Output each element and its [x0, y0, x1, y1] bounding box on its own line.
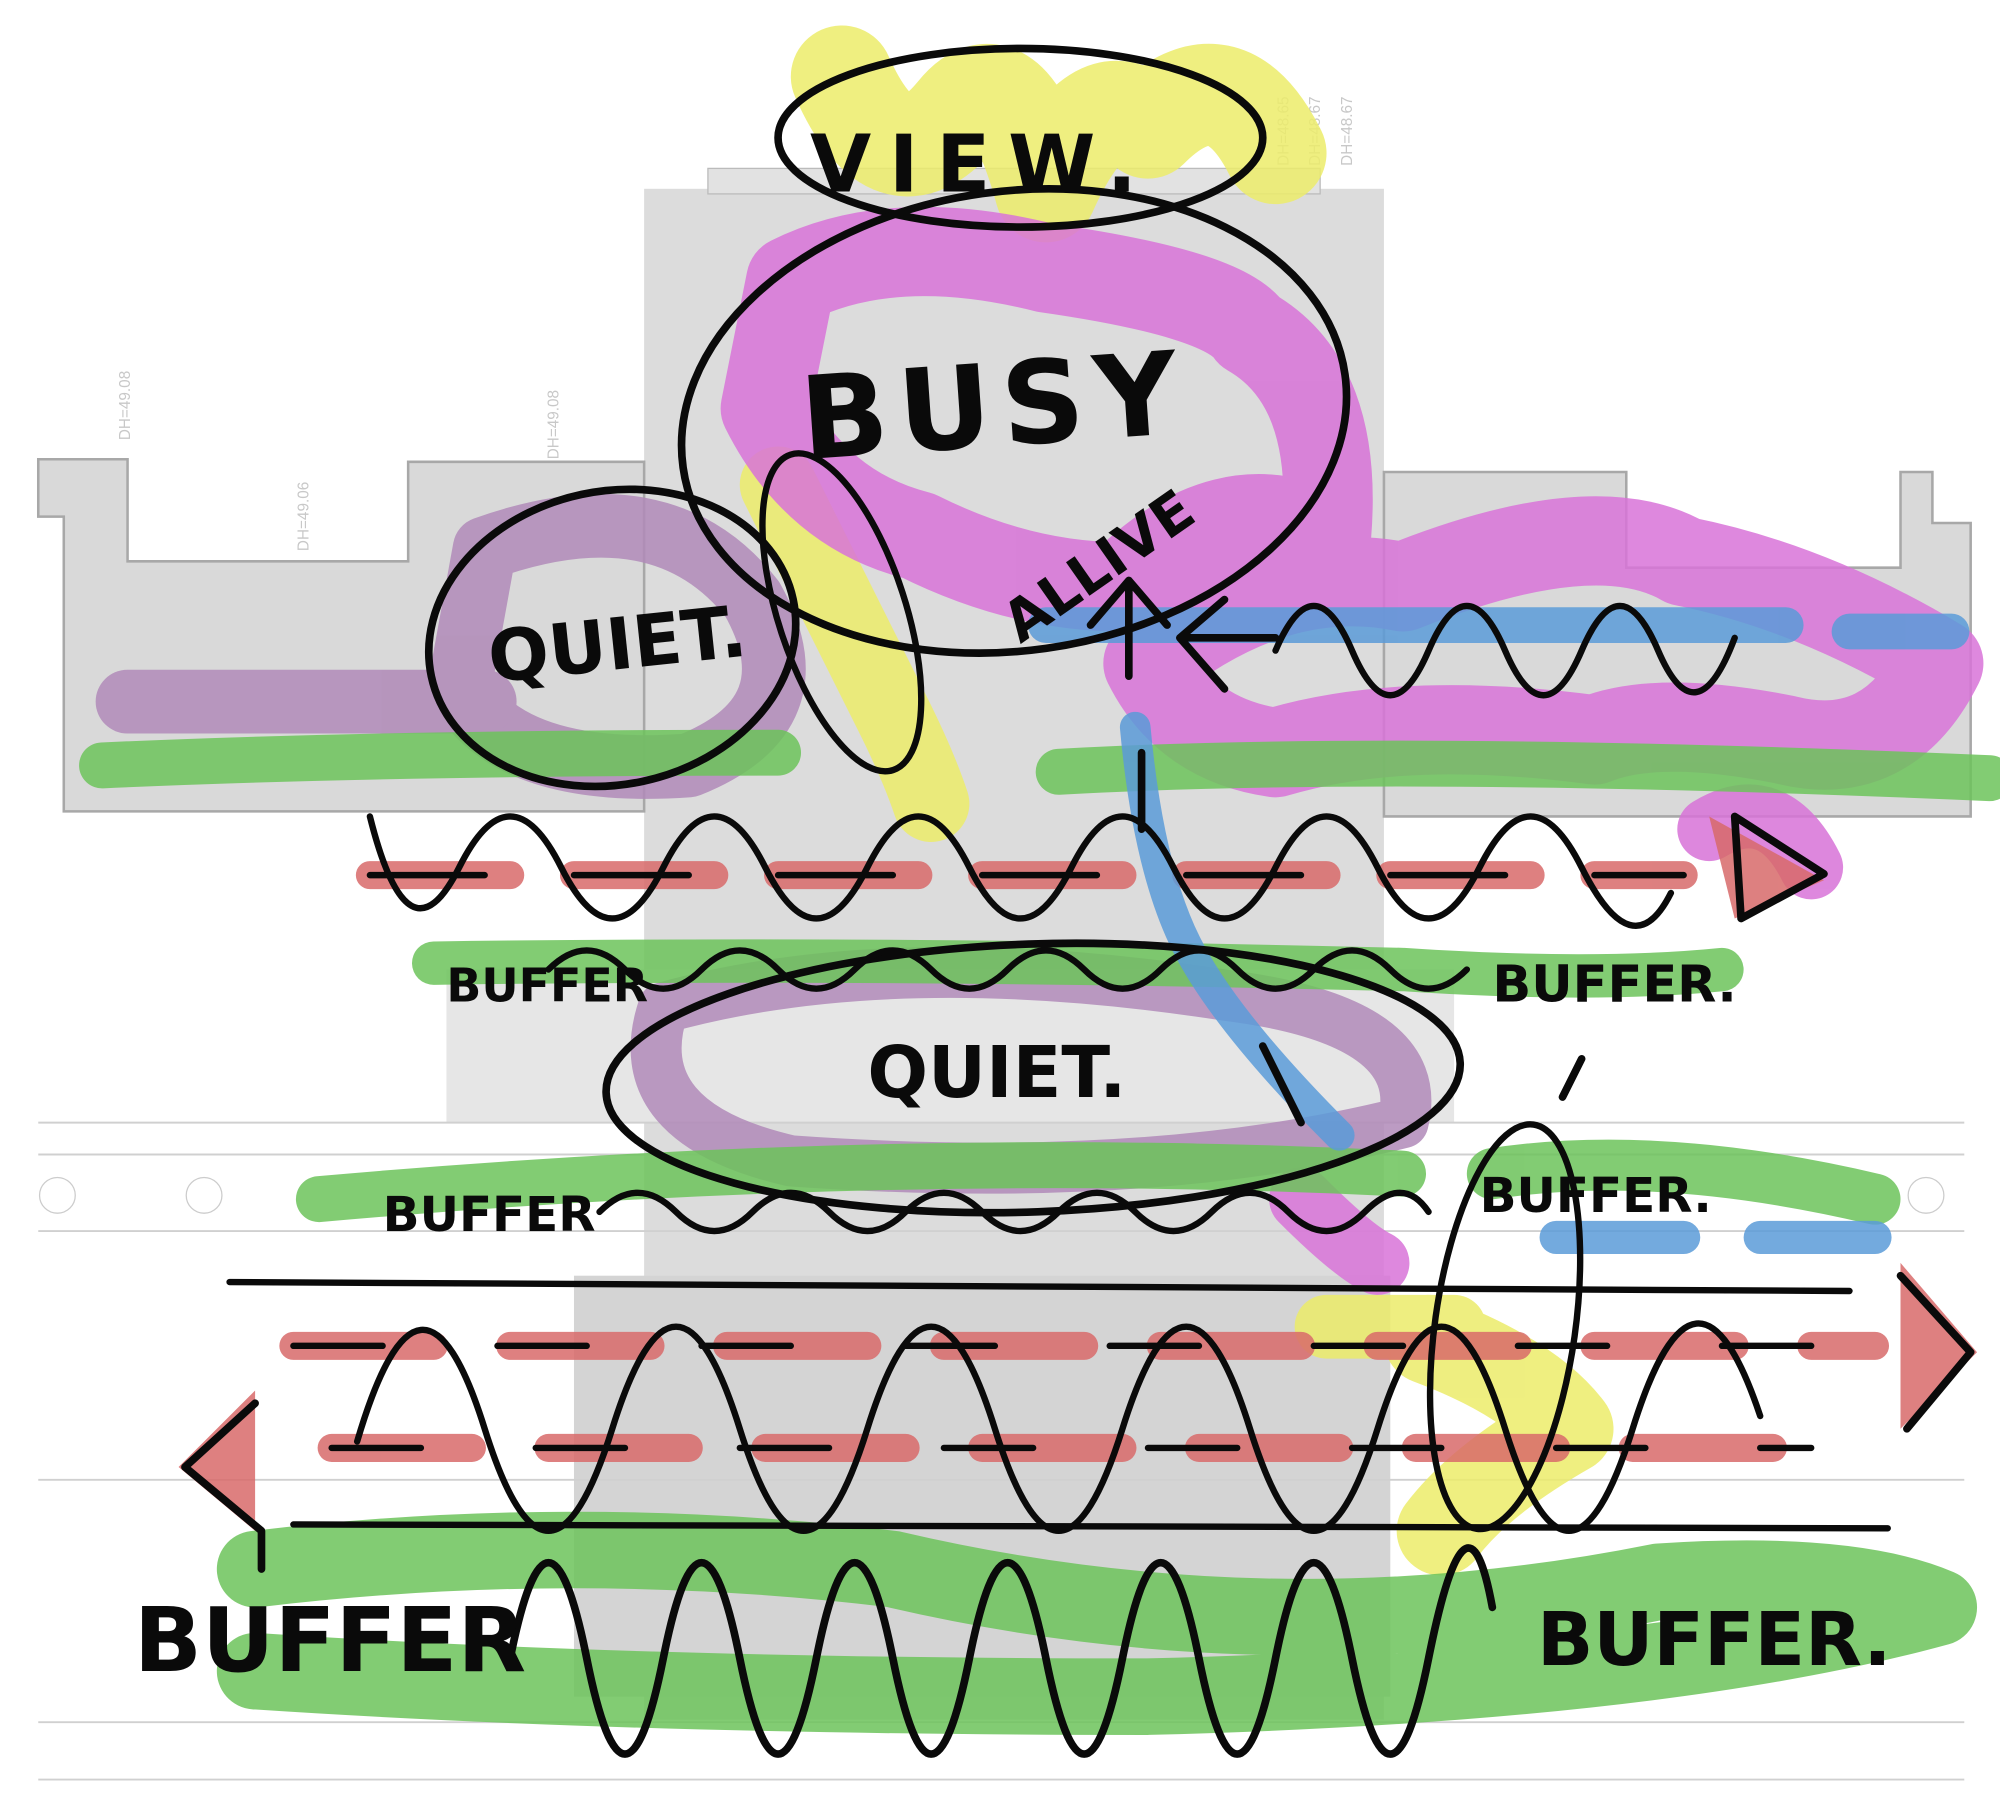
elevation-mark: DH=49.08 — [546, 390, 563, 459]
wave-line-street — [353, 1320, 1764, 1534]
scribble-buffer-line — [596, 1189, 1432, 1235]
wave-line-bottom — [506, 1544, 1497, 1758]
connection-stroke — [1137, 748, 1586, 1127]
arrow-right-icon — [1730, 812, 1828, 923]
arrow-left-icon — [181, 1399, 266, 1573]
label-buffer: BUFFER. — [1537, 1597, 1891, 1683]
elevation-mark: DH=49.06 — [296, 482, 313, 551]
label-buffer: BUFFER — [383, 1187, 596, 1243]
label-view: VIEW. — [810, 118, 1155, 210]
arrow-right-icon — [1896, 1271, 1975, 1433]
street-lines — [38, 1121, 1965, 1781]
wave-line-upper — [366, 813, 1675, 929]
tree-symbol — [1907, 1176, 1945, 1214]
zone-busy — [720, 206, 1984, 1295]
arrow-up-icon — [1086, 576, 1171, 680]
elevation-mark: DH=48.67 — [1339, 97, 1356, 166]
view-connector-upper — [759, 450, 925, 775]
busy-circle — [677, 185, 1351, 657]
ink-annotations — [181, 44, 1975, 1758]
wave-line-busy — [1272, 603, 1738, 699]
label-buffer: BUFFER — [446, 958, 648, 1012]
label-buffer: BUFFER — [134, 1589, 526, 1693]
arrow-left-icon — [1176, 595, 1280, 693]
label-buffer: BUFFER. — [1480, 1168, 1712, 1224]
street-edge — [226, 1278, 1853, 1295]
elevation-mark: DH=49.08 — [117, 371, 134, 440]
label-busy: BUSY — [796, 326, 1192, 487]
scribble-buffer-line — [545, 947, 1471, 992]
dash-line — [290, 1342, 1879, 1452]
label-buffer: BUFFER. — [1492, 955, 1736, 1014]
tree-symbol — [185, 1176, 223, 1214]
quiet-upper-circle — [424, 485, 800, 791]
arrow-right-icon — [1900, 1262, 1978, 1429]
view-circle — [774, 44, 1267, 231]
tree-symbol — [38, 1176, 76, 1214]
zone-buffer — [79, 729, 2000, 1735]
quiet-lower-circle — [602, 939, 1465, 1217]
label-quiet-lower: QUIET. — [867, 1031, 1126, 1114]
